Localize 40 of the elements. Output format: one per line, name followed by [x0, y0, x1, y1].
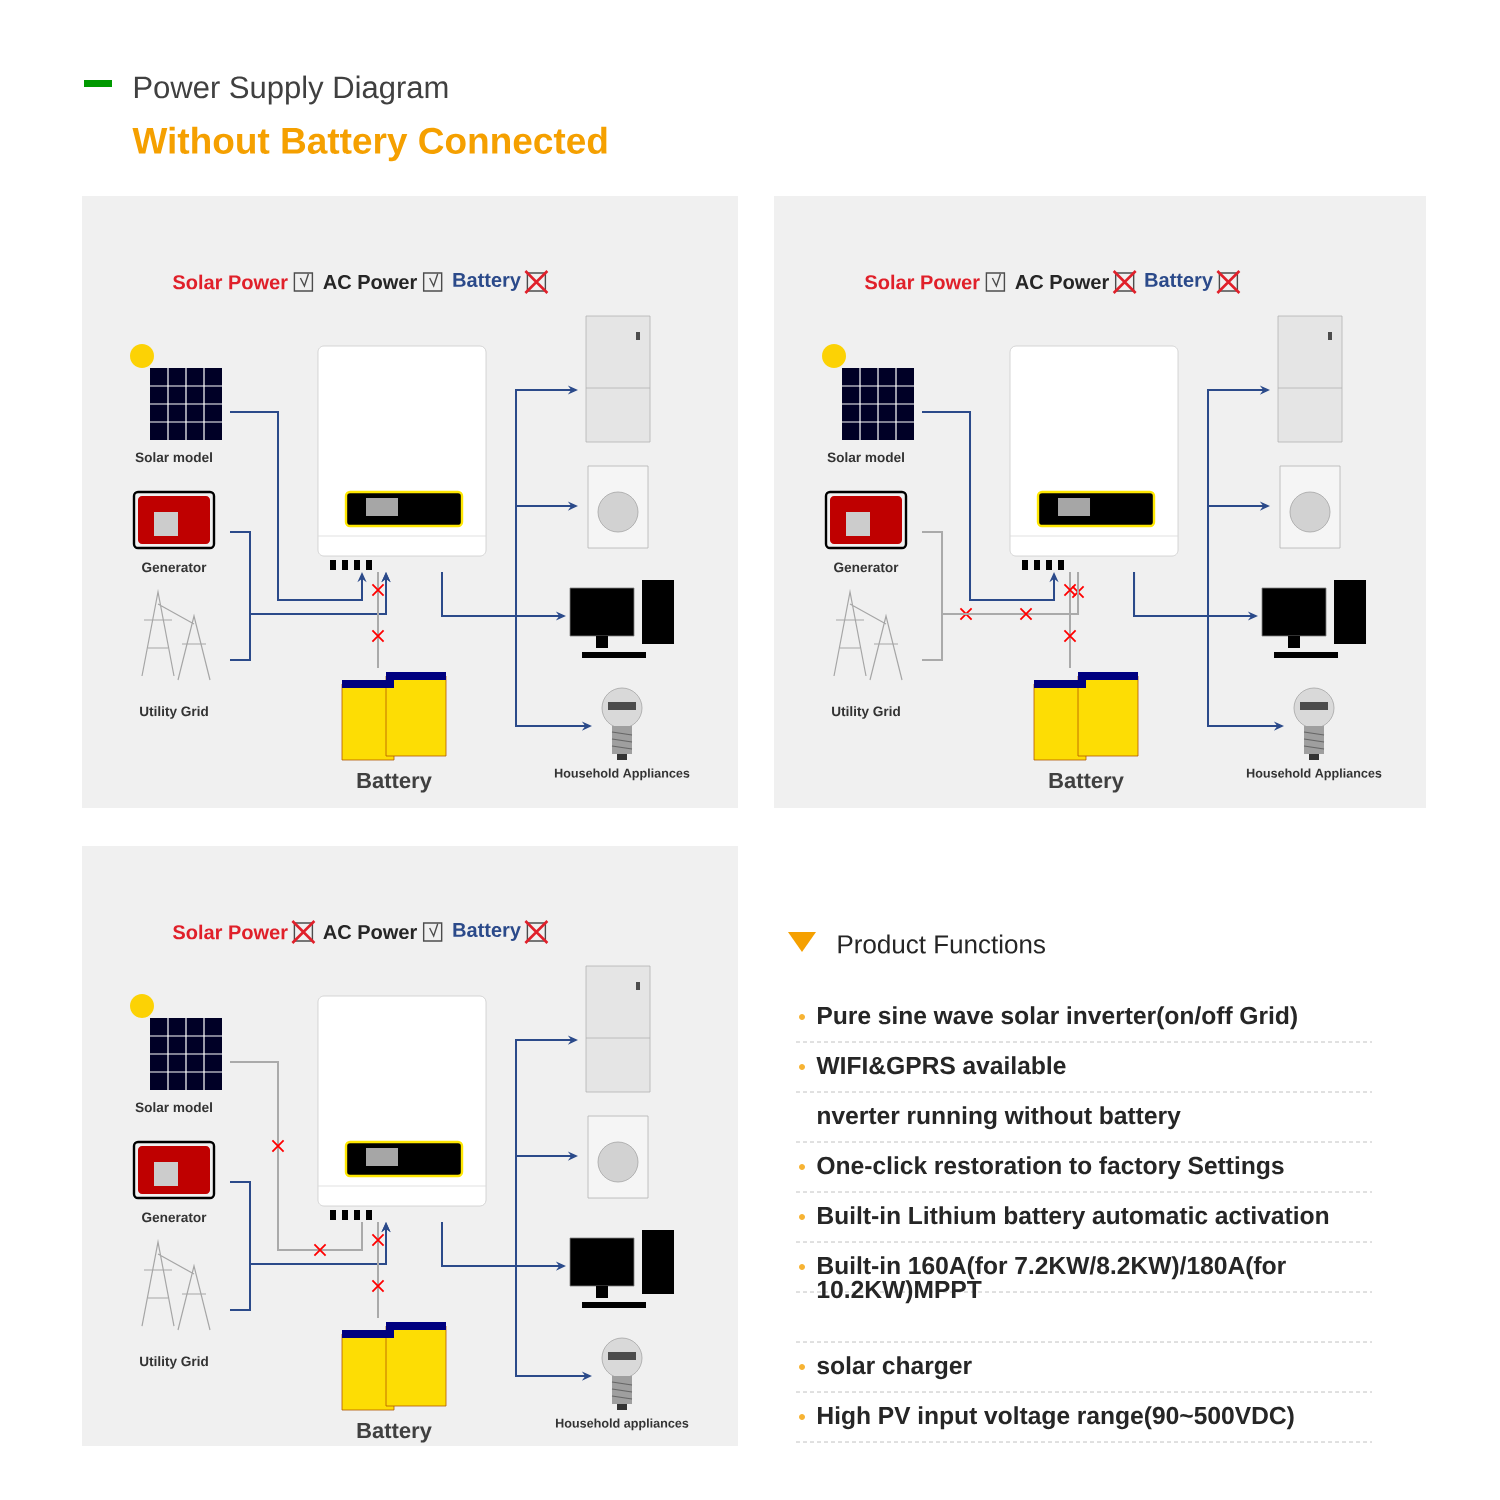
- connector: [229, 1061, 363, 1251]
- connector: [377, 1221, 379, 1319]
- feature-text: nverter running without battery: [818, 1106, 1181, 1130]
- section-heading: Product Functions: [838, 934, 1045, 954]
- device-label: Battery: [357, 1422, 432, 1443]
- computer-drawing: [569, 580, 674, 658]
- inverter-drawing: [317, 995, 487, 1220]
- title: Power Supply Diagram: [134, 75, 448, 105]
- inverter-drawing: [1009, 345, 1179, 570]
- connector: [1069, 571, 1071, 669]
- inverter-drawing: [317, 345, 487, 570]
- refrigerator-drawing: [585, 965, 651, 1093]
- feature-text: High PV input voltage range(90~500VDC): [818, 1406, 1294, 1430]
- washing-machine-drawing: [1279, 465, 1341, 549]
- feature-text: Pure sine wave solar inverter(on/off Grid): [818, 1006, 1297, 1030]
- feature-text: Built-in Lithium battery automatic activation: [818, 1206, 1329, 1230]
- status-label: Battery: [453, 923, 521, 941]
- refrigerator-drawing: [585, 315, 651, 443]
- feature-text: Built-in 160A(for 7.2KW/8.2KW)/180A(for 10.2KW)MPPT: [817, 1256, 1286, 1304]
- computer-drawing: [569, 1230, 674, 1308]
- status-label: AC Power: [323, 274, 417, 290]
- feature-text: One-click restoration to factory Settings: [817, 1156, 1284, 1180]
- device-label: Battery: [1049, 772, 1124, 793]
- refrigerator-drawing: [1277, 315, 1343, 443]
- connector: [921, 571, 1079, 661]
- subtitle: Without Battery Connected: [132, 126, 607, 162]
- computer-drawing: [1261, 580, 1366, 658]
- status-label: Solar Power: [864, 274, 980, 290]
- status-label: Battery: [453, 273, 521, 291]
- feature-text: solar charger: [817, 1356, 972, 1380]
- status-label: Solar Power: [172, 924, 288, 940]
- feature-text: WIFI&GPRS available: [816, 1056, 1066, 1075]
- washing-machine-drawing: [587, 1115, 649, 1199]
- status-label: AC Power: [323, 924, 417, 940]
- device-label: Battery: [357, 772, 432, 793]
- status-label: Battery: [1145, 273, 1213, 291]
- status-label: Solar Power: [172, 274, 288, 290]
- status-label: AC Power: [1015, 274, 1109, 290]
- washing-machine-drawing: [587, 465, 649, 549]
- connector: [377, 571, 379, 669]
